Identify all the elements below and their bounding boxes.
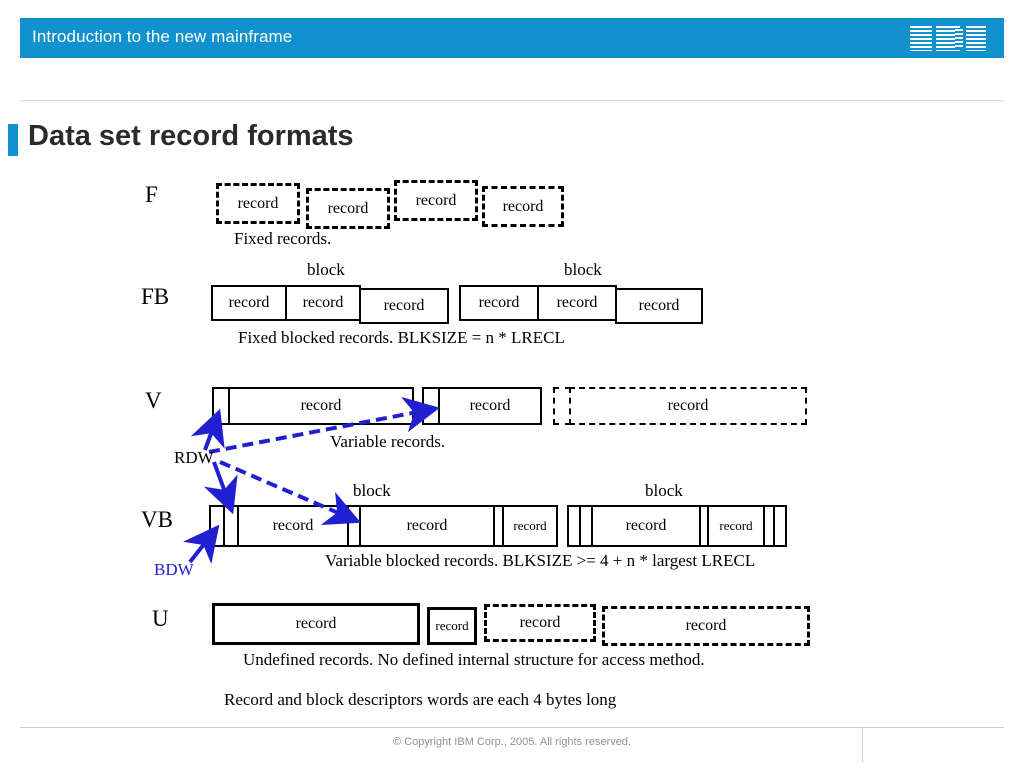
vb-block-label-2: block — [645, 481, 683, 500]
f-caption: Fixed records. — [234, 229, 332, 248]
ibm-logo — [910, 26, 986, 51]
u-caption: Undefined records. No defined internal s… — [243, 650, 705, 669]
format-label-v: V — [145, 388, 162, 413]
header-title: Introduction to the new mainframe — [32, 27, 293, 46]
u-record-4: record — [602, 606, 810, 646]
vb-record-4: record — [591, 505, 701, 547]
f-record-4: record — [482, 186, 564, 227]
footer-vertical-divider — [862, 728, 863, 762]
format-label-u: U — [152, 606, 169, 631]
arrow-rdw-to-vb1 — [203, 461, 238, 515]
vb-caption: Variable blocked records. BLKSIZE >= 4 +… — [325, 551, 756, 570]
fb-record-3: record — [359, 288, 449, 324]
fb-record-1: record — [211, 285, 287, 321]
v-record-2: record — [438, 387, 542, 425]
format-label-vb: VB — [141, 507, 173, 532]
descriptor-note: Record and block descriptors words are e… — [224, 690, 617, 709]
footer-divider — [20, 727, 1004, 728]
v-caption: Variable records. — [330, 432, 446, 451]
format-label-f: F — [145, 182, 158, 207]
header-divider — [20, 100, 1004, 101]
f-record-3: record — [394, 180, 478, 221]
u-record-2: record — [427, 607, 477, 645]
v-record-3: record — [569, 387, 807, 425]
u-record-1: record — [212, 603, 420, 645]
fb-block-label-1: block — [307, 260, 345, 279]
format-label-fb: FB — [141, 284, 170, 309]
vb-record-2: record — [359, 505, 495, 547]
header-bar: Introduction to the new mainframe — [20, 18, 1004, 58]
footer-copyright: © Copyright IBM Corp., 2005. All rights … — [393, 736, 631, 748]
u-record-3: record — [484, 604, 596, 642]
rdw-label: RDW — [174, 448, 214, 467]
vb-record-1: record — [237, 505, 349, 547]
vb-record-5: record — [707, 505, 765, 547]
f-record-2: record — [306, 188, 390, 229]
vb-record-3: record — [502, 505, 558, 547]
fb-caption: Fixed blocked records. BLKSIZE = n * LRE… — [238, 328, 565, 347]
fb-record-4: record — [459, 285, 539, 321]
vb-pad-2 — [773, 505, 787, 547]
fb-block-label-2: block — [564, 260, 602, 279]
fb-record-2: record — [285, 285, 361, 321]
fb-record-5: record — [537, 285, 617, 321]
page-title: Data set record formats — [28, 120, 354, 152]
bdw-label: BDW — [154, 560, 194, 579]
vb-block-label-1: block — [353, 481, 391, 500]
title-accent-bar — [8, 124, 18, 156]
f-record-1: record — [216, 183, 300, 224]
fb-record-6: record — [615, 288, 703, 324]
v-record-1: record — [228, 387, 414, 425]
